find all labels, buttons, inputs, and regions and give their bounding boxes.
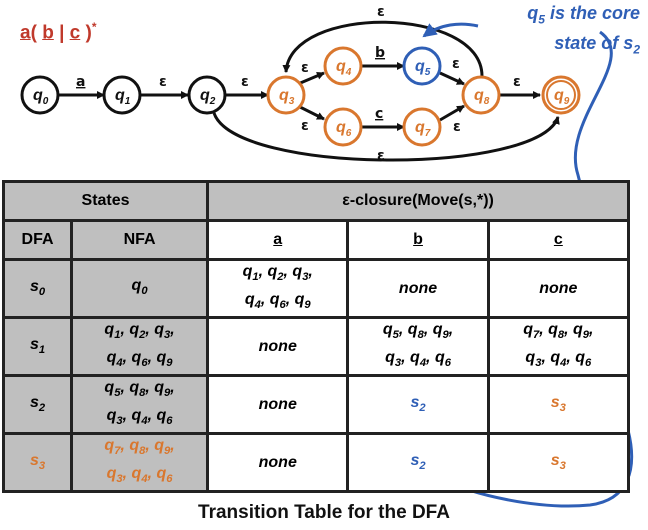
label-q5-q8: ε [452, 56, 460, 72]
regex-open: ( [30, 22, 43, 44]
nfa-state-q1: q1 [102, 75, 142, 115]
nfa-state-q3: q3 [266, 75, 306, 115]
transition-cell-b: s2 [346, 432, 490, 493]
transition-cell-b: q5, q8, q9,q3, q4, q6 [346, 316, 490, 377]
nfa-set-cell: q0 [70, 258, 210, 319]
label-q4-q5: b [375, 45, 385, 61]
regex-star: * [91, 20, 97, 34]
dfa-state-cell: s0 [1, 258, 74, 319]
transition-cell-a: none [206, 374, 350, 435]
transition-cell-b: s2 [346, 374, 490, 435]
note-q: q [527, 3, 539, 23]
states-header: States [1, 180, 210, 222]
label-q8-q9: ε [513, 74, 521, 90]
label-q3-q6: ε [301, 118, 309, 134]
transition-cell-c: none [486, 258, 631, 319]
dfa-transition-table: States ε-closure(Move(s,*)) DFA NFA a b … [1, 180, 631, 493]
nfa-set-cell: q5, q8, q9,q3, q4, q6 [70, 374, 210, 435]
nfa-state-q8: q8 [461, 75, 501, 115]
dfa-state-cell: s3 [1, 432, 74, 493]
closure-header: ε-closure(Move(s,*)) [206, 180, 630, 222]
dfa-column-header: DFA [1, 219, 74, 261]
nfa-state-q4: q4 [323, 46, 363, 86]
nfa-state-q5: q5 [402, 46, 442, 86]
regex-close: ) [80, 22, 92, 44]
regex-b: b [42, 22, 54, 44]
note-line1-rest: is the core [544, 3, 640, 23]
transition-cell-c: q7, q8, q9,q3, q4, q6 [486, 316, 631, 377]
regex-title: a( b | c )* [20, 20, 97, 44]
transition-cell-a: q1, q2, q3,q4, q6, q9 [206, 258, 350, 319]
edge-q7-q8 [439, 104, 465, 122]
nfa-state-q9: q9 [541, 75, 581, 115]
c-column-header: c [486, 219, 631, 261]
b-column-header: b [346, 219, 490, 261]
label-q8-q3-back: ε [377, 4, 385, 20]
transition-cell-a: none [206, 316, 350, 377]
table-caption: Transition Table for the DFA [198, 502, 450, 523]
nfa-set-cell: q1, q2, q3,q4, q6, q9 [70, 316, 210, 377]
transition-cell-b: none [346, 258, 490, 319]
label-q2-q3: ε [241, 74, 249, 90]
nfa-column-header: NFA [70, 219, 210, 261]
edge-q3-q6 [297, 104, 325, 121]
nfa-state-q7: q7 [402, 107, 442, 147]
label-q0-q1: a [76, 74, 85, 90]
regex-a: a [20, 22, 31, 44]
transition-cell-c: s3 [486, 374, 631, 435]
transition-cell-a: none [206, 432, 350, 493]
regex-c: c [69, 22, 81, 44]
edge-q8-q3-back [282, 20, 484, 77]
a-column-header: a [206, 219, 350, 261]
label-q2-q9-skip: ε [377, 148, 385, 164]
note-line2: state of s [554, 32, 634, 53]
edge-q2-q9-skip [212, 112, 560, 162]
nfa-state-q0: q0 [20, 75, 60, 115]
nfa-state-q2: q2 [187, 75, 227, 115]
c-column-label: c [553, 231, 563, 248]
nfa-state-q6: q6 [323, 107, 363, 147]
transition-cell-c: s3 [486, 432, 631, 493]
label-q6-q7: c [375, 106, 383, 122]
a-column-label: a [273, 231, 283, 248]
regex-bar: | [53, 22, 70, 44]
dfa-state-cell: s1 [1, 316, 74, 377]
note-s-sub: 2 [633, 42, 640, 57]
nfa-set-cell: q7, q8, q9,q3, q4, q6 [70, 432, 210, 493]
note-arrow-to-q5 [422, 22, 479, 38]
edge-q5-q8 [439, 71, 465, 86]
label-q1-q2: ε [159, 74, 167, 90]
edge-q3-q4 [297, 71, 325, 86]
note-q-sub: 5 [538, 12, 545, 27]
dfa-state-cell: s2 [1, 374, 74, 435]
label-q3-q4: ε [301, 60, 309, 76]
label-q7-q8: ε [453, 119, 461, 135]
b-column-label: b [413, 231, 423, 248]
core-state-note: q5 is the core state of s2 [440, 2, 640, 61]
accept-ring [546, 80, 576, 110]
